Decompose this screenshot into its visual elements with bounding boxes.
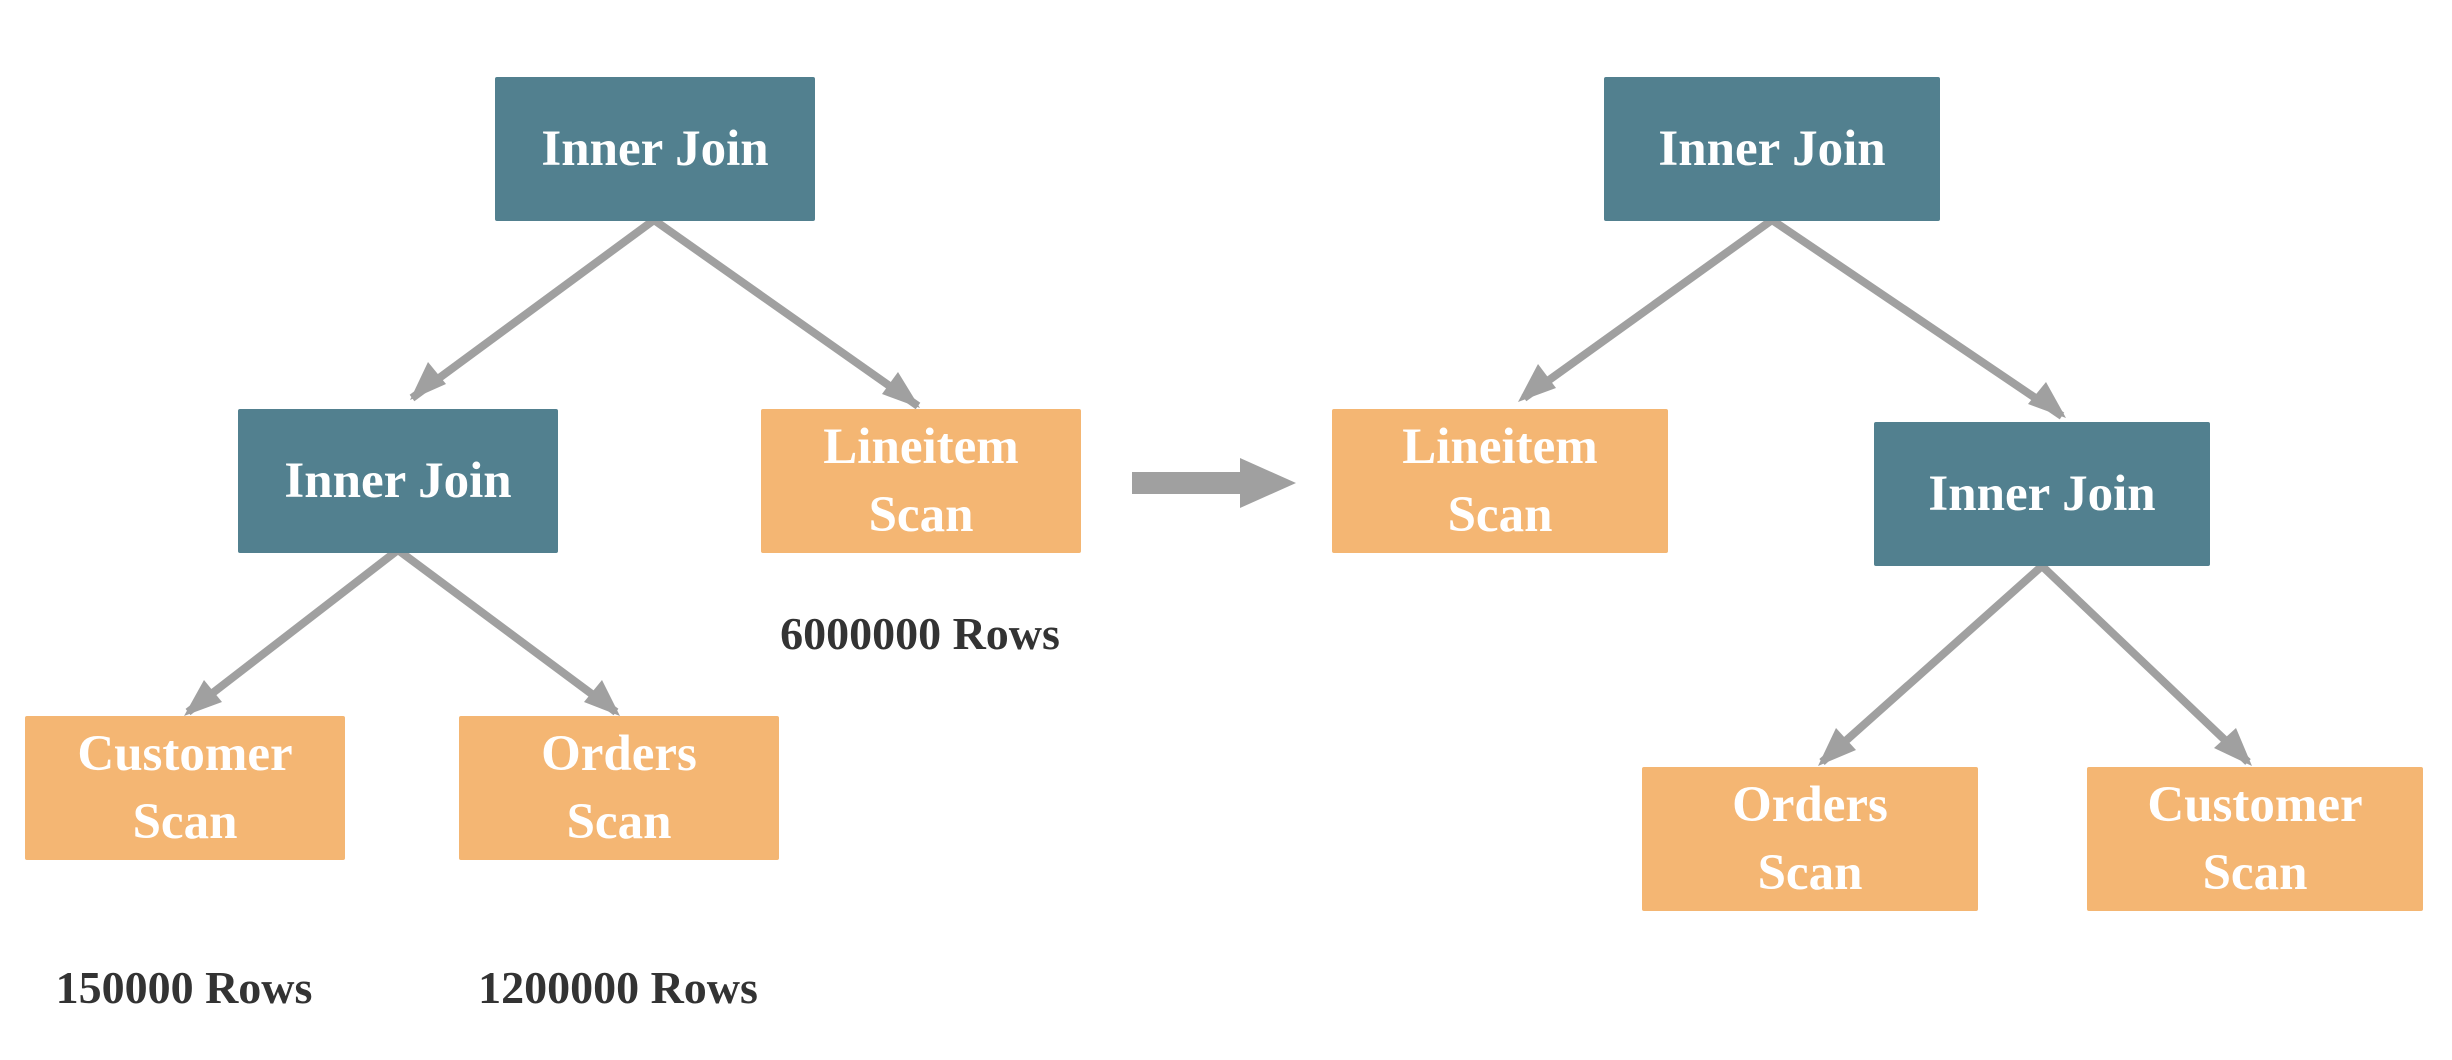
- edge-right-child-join-to-orders: [1819, 563, 2045, 765]
- node-label-line2: Scan: [868, 487, 974, 543]
- edge-root-to-lineitem: [651, 216, 921, 410]
- edge-right-root-to-lineitem-arrowhead: [1518, 364, 1556, 402]
- node-label-line1: Lineitem: [1402, 419, 1598, 475]
- node-label-line1: Customer: [77, 726, 293, 782]
- after-customer-scan-node: Customer Scan: [2087, 767, 2423, 911]
- edge-child-join-to-customer-arrowhead: [184, 680, 222, 716]
- before-customer-scan-node: Customer Scan: [25, 716, 345, 860]
- node-label-line1: Orders: [541, 726, 697, 782]
- orders-row-count: 1200000 Rows: [478, 962, 758, 1013]
- transform-arrow-shaft: [1132, 472, 1244, 494]
- after-orders-scan-node: Orders Scan: [1642, 767, 1978, 911]
- before-lineitem-scan-node: Lineitem Scan: [761, 409, 1081, 553]
- transform-arrow-head: [1240, 458, 1296, 508]
- node-label-line2: Scan: [2202, 845, 2308, 901]
- after-child-inner-join-node: Inner Join: [1874, 422, 2210, 566]
- edge-right-child-join-to-customer-arrowhead: [2214, 728, 2252, 766]
- node-label: Inner Join: [284, 453, 512, 509]
- edge-child-join-to-customer: [185, 546, 401, 716]
- node-label-line1: Customer: [2147, 777, 2363, 833]
- after-lineitem-scan-node: Lineitem Scan: [1332, 409, 1668, 553]
- node-label-line2: Scan: [1757, 845, 1863, 901]
- before-child-inner-join-node: Inner Join: [238, 409, 558, 553]
- node-label-line2: Scan: [1447, 487, 1553, 543]
- node-label-line1: Lineitem: [823, 419, 1019, 475]
- node-label-line1: Orders: [1732, 777, 1888, 833]
- edge-child-join-to-orders: [395, 546, 619, 716]
- node-label: Inner Join: [1658, 121, 1886, 177]
- node-label: Inner Join: [1928, 466, 2156, 522]
- node-label-line2: Scan: [566, 794, 672, 850]
- customer-row-count: 150000 Rows: [55, 962, 313, 1013]
- node-label-line2: Scan: [132, 794, 238, 850]
- edge-right-child-join-to-orders-arrowhead: [1818, 728, 1856, 766]
- edge-right-root-to-lineitem: [1521, 216, 1775, 402]
- edge-root-to-child-join: [409, 216, 657, 402]
- edge-right-child-join-to-customer: [2039, 563, 2251, 765]
- edge-child-join-to-orders-arrowhead: [584, 680, 620, 716]
- before-orders-scan-node: Orders Scan: [459, 716, 779, 860]
- node-label: Inner Join: [541, 121, 769, 177]
- lineitem-row-count: 6000000 Rows: [780, 608, 1060, 659]
- before-root-inner-join-node: Inner Join: [495, 77, 815, 221]
- after-root-inner-join-node: Inner Join: [1604, 77, 1940, 221]
- edge-root-to-lineitem-arrowhead: [882, 372, 920, 408]
- edge-root-to-child-join-arrowhead: [410, 362, 446, 400]
- edge-right-root-to-child-join-arrowhead: [2028, 382, 2066, 418]
- edge-right-root-to-child-join: [1769, 216, 2065, 420]
